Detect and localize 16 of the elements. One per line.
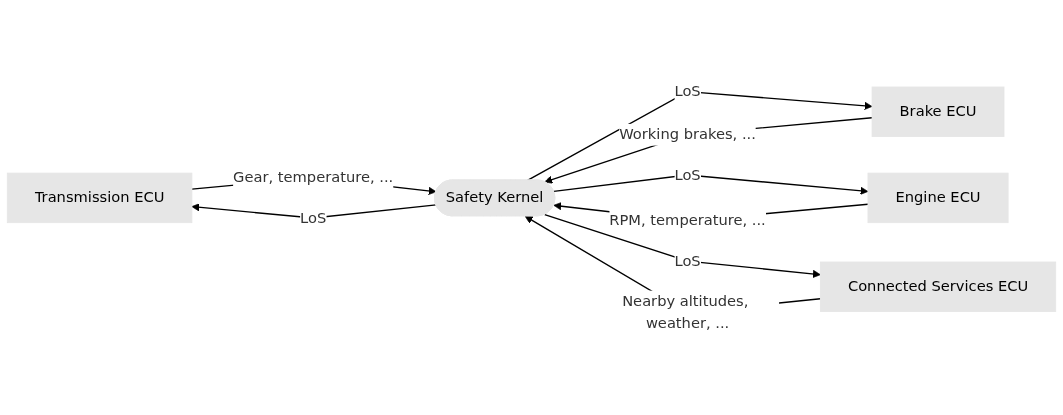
edge-label: Gear, temperature, ... [233,168,394,186]
edge-label: RPM, temperature, ... [609,211,766,230]
node-box: Brake ECU [871,86,1005,137]
edge-label: LoS [674,165,701,184]
edge-label: LoS [674,82,701,100]
edge-label: LoS [674,251,701,270]
edge-label: LoS [300,208,327,227]
edge-label: Working brakes, ... [619,125,756,143]
edge-label: Nearby altitudes, weather, ... [622,292,749,332]
arrow [191,203,437,219]
arrow [544,213,821,278]
node-box: Connected Services ECU [819,261,1057,312]
node-box: Engine ECU [867,172,1009,224]
node-box: Transmission ECU [6,172,193,224]
arrow [553,174,869,195]
arrow [544,117,873,184]
